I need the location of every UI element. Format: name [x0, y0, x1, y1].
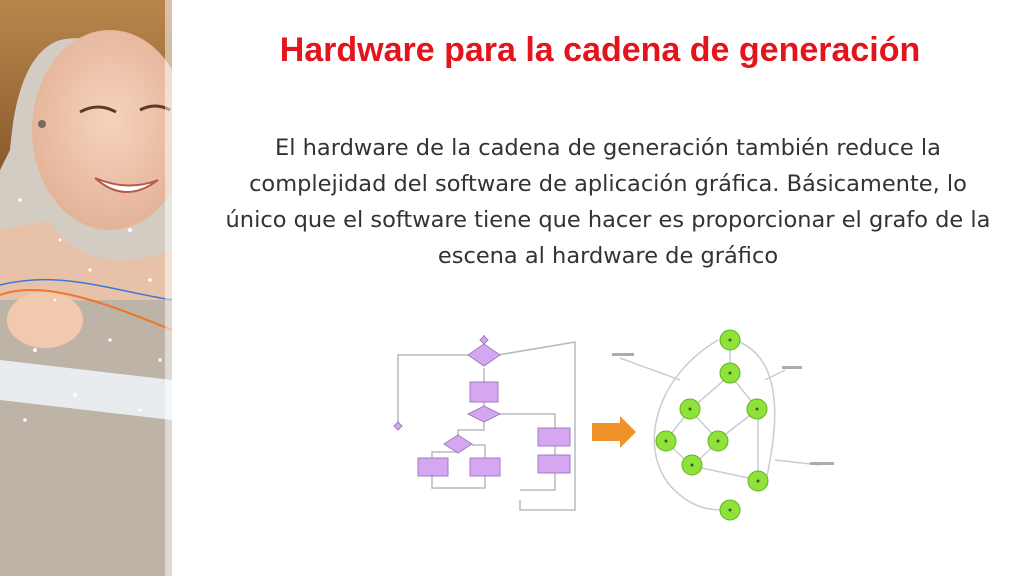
flowchart-process-node	[537, 427, 571, 447]
flowchart-decision-node	[443, 434, 473, 454]
flowchart-decision-node	[466, 405, 502, 423]
flowchart-process-node	[537, 454, 571, 474]
flowchart-process-node	[469, 457, 501, 477]
flowchart-end-node	[393, 421, 403, 431]
woman-photo	[0, 0, 172, 576]
flowchart-decision-node	[467, 343, 501, 367]
flowchart-start-node	[479, 335, 489, 345]
flowchart-process-node	[417, 457, 449, 477]
scene-graph-diagram	[612, 329, 834, 521]
slide-title: Hardware para la cadena de generación	[279, 31, 921, 69]
pipeline-diagram	[380, 320, 860, 525]
slide-body-text: El hardware de la cadena de generación t…	[225, 135, 991, 269]
flowchart-process-node	[469, 381, 499, 403]
right-arrow-icon	[592, 416, 636, 448]
